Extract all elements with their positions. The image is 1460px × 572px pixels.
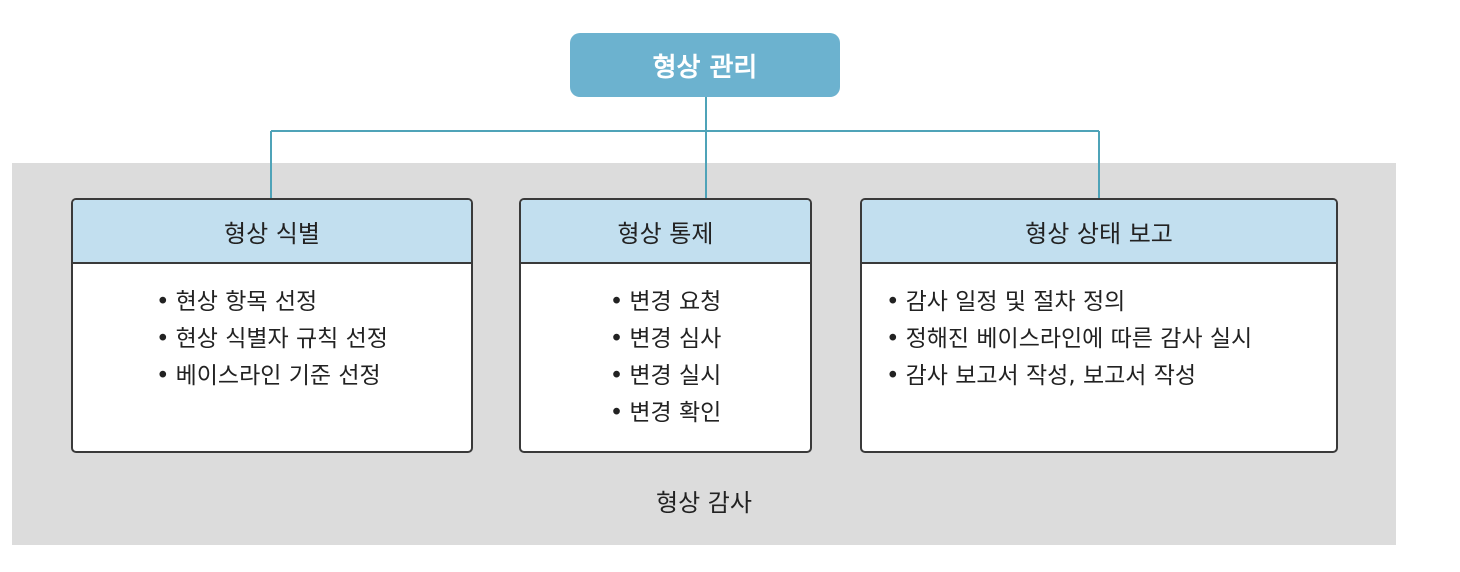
list-item: 정해진 베이스라인에 따른 감사 실시 — [886, 321, 1253, 358]
card-configuration-identification: 형상 식별 현상 항목 선정 현상 식별자 규칙 선정 베이스라인 기준 선정 — [71, 198, 473, 453]
card-item-list: 감사 일정 및 절차 정의 정해진 베이스라인에 따른 감사 실시 감사 보고서… — [886, 284, 1253, 395]
card-configuration-status-report: 형상 상태 보고 감사 일정 및 절차 정의 정해진 베이스라인에 따른 감사 … — [860, 198, 1338, 453]
audit-label: 형상 감사 — [656, 489, 752, 517]
list-item: 베이스라인 기준 선정 — [156, 358, 388, 395]
root-node: 형상 관리 — [570, 33, 840, 97]
list-item: 현상 식별자 규칙 선정 — [156, 321, 388, 358]
card-body: 현상 항목 선정 현상 식별자 규칙 선정 베이스라인 기준 선정 — [73, 264, 471, 395]
card-item-list: 변경 요청 변경 심사 변경 실시 변경 확인 — [610, 284, 721, 432]
card-body: 감사 일정 및 절차 정의 정해진 베이스라인에 따른 감사 실시 감사 보고서… — [862, 264, 1336, 395]
card-item-list: 현상 항목 선정 현상 식별자 규칙 선정 베이스라인 기준 선정 — [156, 284, 388, 395]
list-item: 변경 실시 — [610, 358, 721, 395]
list-item: 변경 요청 — [610, 284, 721, 321]
card-configuration-control: 형상 통제 변경 요청 변경 심사 변경 실시 변경 확인 — [519, 198, 812, 453]
card-title: 형상 식별 — [73, 200, 471, 264]
list-item: 감사 일정 및 절차 정의 — [886, 284, 1252, 321]
list-item: 감사 보고서 작성, 보고서 작성 — [886, 358, 1252, 395]
list-item: 변경 심사 — [610, 321, 721, 358]
card-title: 형상 통제 — [521, 200, 810, 264]
list-item: 현상 항목 선정 — [156, 284, 388, 321]
card-title: 형상 상태 보고 — [862, 200, 1336, 264]
card-body: 변경 요청 변경 심사 변경 실시 변경 확인 — [521, 264, 810, 432]
list-item: 변경 확인 — [610, 395, 721, 432]
